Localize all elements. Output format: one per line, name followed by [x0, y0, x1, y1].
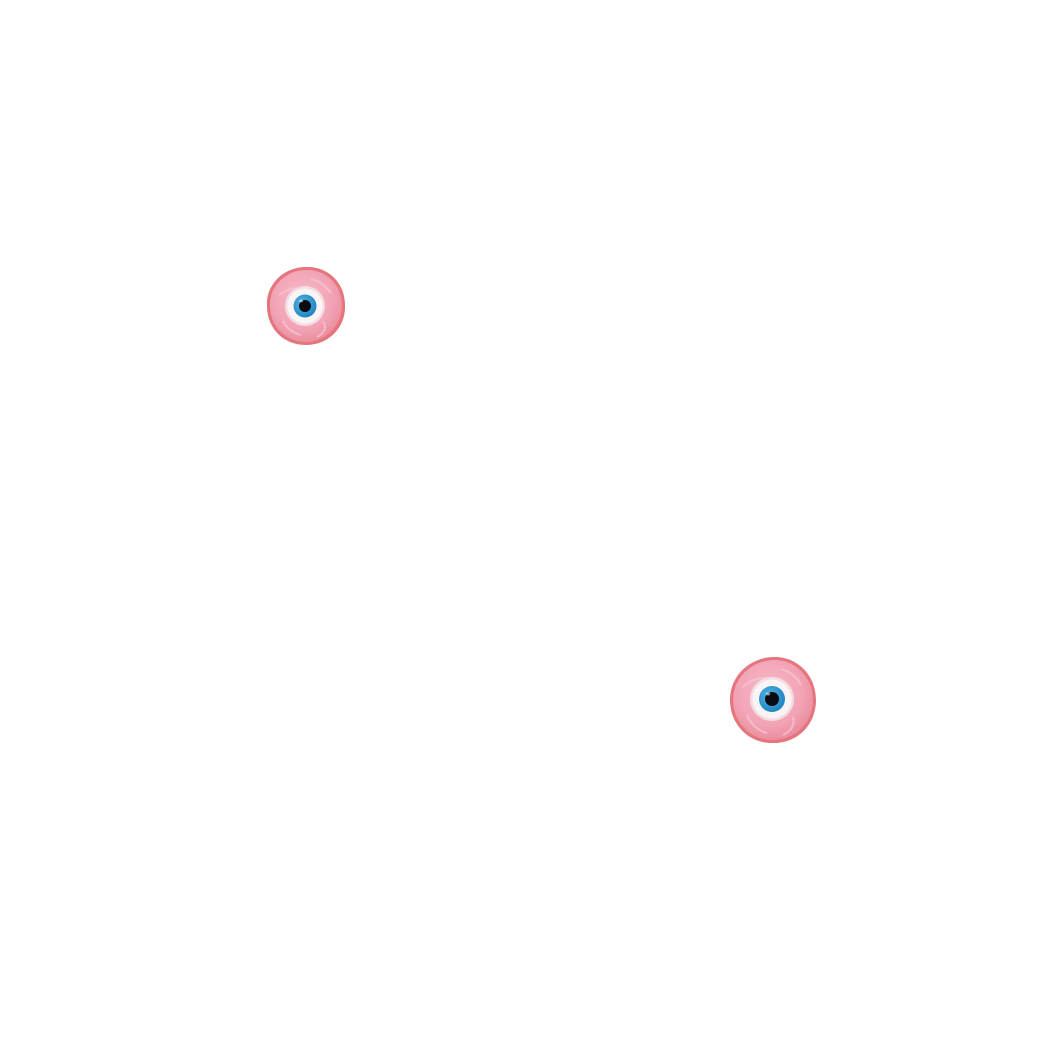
evil-eye-icon — [730, 656, 816, 744]
highlight — [765, 692, 771, 696]
charm-texture — [742, 668, 802, 736]
pupil — [765, 692, 779, 706]
pupil — [299, 300, 311, 312]
highlight — [299, 299, 303, 303]
evil-eye-icon — [266, 266, 346, 345]
charm-texture — [278, 278, 332, 338]
